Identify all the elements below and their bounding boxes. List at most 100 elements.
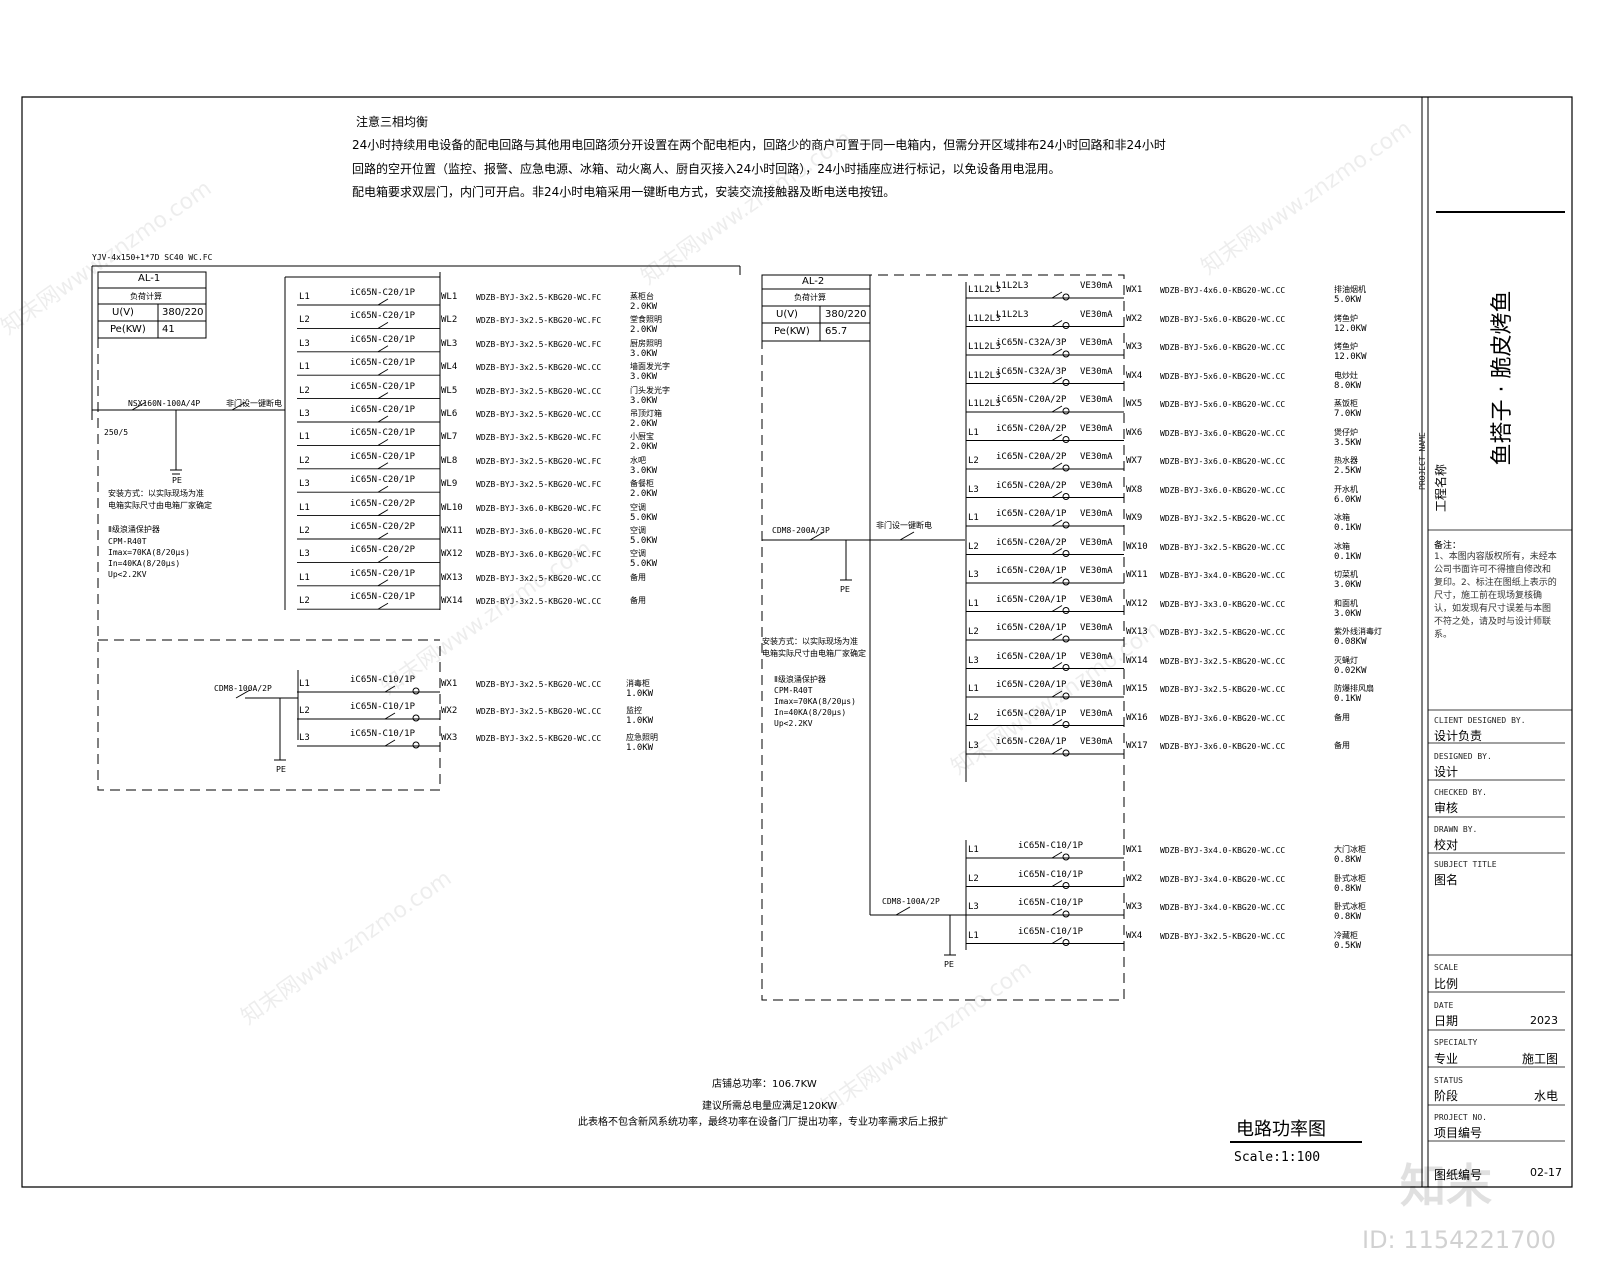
al2-spd-5: Up<2.2KV [774, 719, 813, 728]
breaker-symbol [385, 740, 395, 746]
circuit-load: 小厨宝 [630, 432, 654, 442]
breaker-symbol [1052, 406, 1062, 412]
circuit-power: 5.0KW [630, 536, 658, 546]
circuit-load: 备餐柜 [630, 479, 654, 489]
rcd-symbol [1063, 437, 1069, 443]
circuit-cable: WDZB-BYJ-3x2.5-KBG20-WC.CC [1160, 656, 1286, 666]
circuit-id: WX11 [1126, 570, 1148, 580]
al2-pe-label: Pe(KW) [774, 326, 810, 337]
circuit-breaker: iC65N-C20/2P [350, 522, 416, 532]
circuit-load: 卧式冰柜 [1334, 873, 1366, 883]
circuit-phase: L3 [299, 479, 310, 490]
circuit-load: 备用 [1334, 712, 1350, 722]
rcd-symbol [1063, 722, 1069, 728]
circuit-id: WX17 [1126, 741, 1148, 751]
circuit-breaker: iC65N-C10/1P [350, 675, 416, 685]
circuit-power: 1.0KW [626, 743, 654, 753]
circuit-load: 卧式冰柜 [1334, 902, 1366, 911]
circuit-load: 烤鱼炉 [1334, 342, 1358, 351]
client-label: CLIENT DESIGNED BY. [1434, 716, 1526, 725]
circuit-cable: WDZB-BYJ-3x2.5-KBG20-WC.CC [476, 363, 602, 373]
circuit-phase: L2 [299, 455, 310, 466]
circuit-power: 2.0KW [630, 302, 658, 312]
circuit-breaker: iC65N-C10/1P [350, 702, 416, 712]
circuit-cable: WDZB-BYJ-3x2.5-KBG20-WC.FC [476, 480, 602, 490]
rcd-symbol [1063, 665, 1069, 671]
al1-pe-value: 41 [162, 324, 175, 335]
status-extra: 水电 [1534, 1089, 1559, 1103]
circuit-id: WX14 [1126, 655, 1148, 666]
al2-u-value: 380/220 [825, 309, 867, 320]
circuit-id: WX8 [1126, 484, 1143, 495]
circuit-breaker: iC65N-C10/1P [1018, 926, 1084, 937]
breaker-symbol [1052, 748, 1062, 754]
circuit-id: WX3 [1126, 342, 1143, 352]
circuit-power: 2.0KW [630, 442, 658, 453]
rcd-symbol [413, 715, 419, 721]
circuit-power: 3.5KW [1334, 437, 1362, 448]
rcd-symbol [1063, 294, 1069, 300]
specialty-extra: 施工图 [1522, 1052, 1559, 1066]
circuit-load: 应急照明 [626, 733, 658, 742]
circuit-load: 备用 [630, 572, 646, 582]
circuit-load: 备用 [630, 596, 646, 606]
circuit-load: 厨房照明 [630, 338, 662, 348]
al1-spd-3: Imax=70KA(8/20μs) [108, 548, 190, 557]
circuit-breaker: iC65N-C20/1P [350, 475, 416, 486]
circuit-load: 空调 [630, 502, 646, 512]
circuit-rcd: VE30mA [1080, 309, 1113, 320]
circuit-cable: WDZB-BYJ-3x2.5-KBG20-WC.CC [476, 597, 602, 607]
circuit-power: 6.0KW [1334, 494, 1362, 505]
breaker-symbol [1052, 292, 1062, 298]
date-label: DATE [1434, 1001, 1454, 1010]
circuit-cable: WDZB-BYJ-3x2.5-KBG20-WC.FC [476, 339, 602, 349]
circuit-id: WL10 [441, 502, 463, 513]
circuit-breaker: iC65N-C20A/1P [996, 566, 1067, 576]
circuit-phase: L1 [968, 684, 979, 694]
circuit-cable: WDZB-BYJ-3x2.5-KBG20-WC.FC [476, 433, 602, 443]
circuit-id: WL3 [441, 338, 458, 349]
circuit-cable: WDZB-BYJ-3x2.5-KBG20-WC.CC [476, 410, 602, 419]
circuit-breaker: iC65N-C20/1P [350, 428, 416, 439]
drawing-scale: Scale:1:100 [1234, 1150, 1321, 1165]
circuit-phase: L2 [299, 315, 310, 326]
circuit-id: WL6 [441, 409, 458, 419]
circuit-power: 3.0KW [630, 348, 658, 359]
circuit-phase: L1L2L3 [968, 342, 1001, 352]
breaker-symbol [1052, 938, 1062, 944]
circuit-load: 堂食照明 [630, 315, 662, 325]
circuit-breaker: iC65N-C20/2P [350, 545, 416, 556]
circuit-breaker: iC65N-C20A/1P [996, 708, 1067, 719]
circuit-id: WL9 [441, 479, 458, 490]
circuit-rcd: VE30mA [1080, 566, 1113, 576]
circuit-id: WL8 [441, 455, 458, 466]
al1-spd-5: Up<2.2KV [108, 570, 147, 579]
circuit-cable: WDZB-BYJ-3x4.0-KBG20-WC.CC [1160, 903, 1286, 912]
circuit-breaker: iC65N-C20A/1P [996, 509, 1067, 519]
circuit-rcd: VE30mA [1080, 737, 1113, 747]
rcd-symbol [1063, 636, 1069, 642]
al2-install-2: 电箱实际尺寸由电箱厂家确定 [762, 649, 866, 658]
breaker-symbol [378, 416, 388, 422]
circuit-id: WX4 [1126, 930, 1143, 941]
circuit-power: 5.0KW [1334, 295, 1362, 305]
circuit-power: 12.0KW [1334, 352, 1367, 362]
status-label: STATUS [1434, 1076, 1463, 1085]
al2-pe-value: 65.7 [825, 326, 848, 337]
drawing-title-underline [1230, 1140, 1362, 1148]
al2-sub-pe: PE [944, 960, 954, 969]
circuit-breaker: iC65N-C20A/2P [996, 423, 1067, 434]
al1-title: AL-1 [138, 273, 161, 284]
circuit-load: 电炒灶 [1334, 370, 1358, 380]
circuit-id: WX3 [1126, 902, 1143, 912]
project-name: 工程名称 [1434, 463, 1448, 512]
circuit-breaker: iC65N-C20A/1P [996, 594, 1067, 605]
circuit-load: 冰箱 [1334, 513, 1350, 522]
breaker-symbol [1052, 634, 1062, 640]
rcd-symbol [413, 688, 419, 694]
remarks-title: 备注： [1434, 541, 1462, 551]
circuit-power: 0.1KW [1334, 551, 1362, 562]
notes-title: 注意三相均衡 [356, 115, 429, 129]
